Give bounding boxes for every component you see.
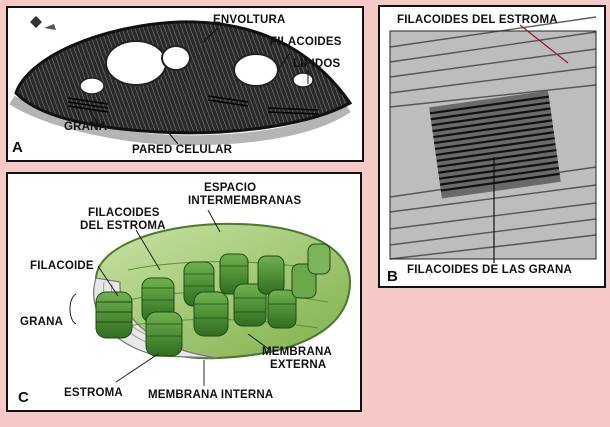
label-lipidos: LIPIDOS — [293, 58, 341, 70]
chloroplast-3d-diagram — [69, 209, 352, 386]
label-grana-c: GRANA — [20, 316, 64, 328]
label-filacoide: FILACOIDE — [30, 260, 94, 272]
label-espacio: ESPACIO — [204, 182, 257, 194]
thylakoid-micrograph-drawing — [389, 16, 597, 263]
panel-a-micrograph: ENVOLTURA FILACOIDES LIPIDOS GRANA PARED… — [6, 6, 364, 162]
label-del-estroma-c: DEL ESTROMA — [80, 220, 166, 232]
panel-letter-c: C — [18, 389, 30, 406]
panel-letter-b: B — [387, 268, 399, 285]
label-pared-celular: PARED CELULAR — [132, 144, 233, 156]
label-filacoides: FILACOIDES — [270, 36, 342, 48]
label-filacoides-del-estroma: FILACOIDES DEL ESTROMA — [397, 14, 558, 26]
chloroplast-micrograph-drawing — [9, 16, 353, 146]
panel-letter-a: A — [12, 139, 24, 156]
label-envoltura: ENVOLTURA — [213, 14, 286, 26]
label-intermembranas: INTERMEMBRANAS — [188, 195, 302, 207]
label-filacoides-c: FILACOIDES — [88, 207, 160, 219]
panel-c-diagram: ESPACIO INTERMEMBRANAS FILACOIDES DEL ES… — [6, 172, 362, 412]
label-membrana-externa-1: MEMBRANA — [262, 346, 332, 358]
label-estroma: ESTROMA — [64, 387, 123, 399]
label-filacoides-de-las-grana: FILACOIDES DE LAS GRANA — [407, 264, 572, 276]
panel-b-micrograph: FILACOIDES DEL ESTROMA FILACOIDES DE LAS… — [378, 5, 606, 288]
label-membrana-interna: MEMBRANA INTERNA — [148, 389, 274, 401]
label-grana: GRANA — [64, 121, 108, 133]
label-membrana-externa-2: EXTERNA — [270, 359, 327, 371]
